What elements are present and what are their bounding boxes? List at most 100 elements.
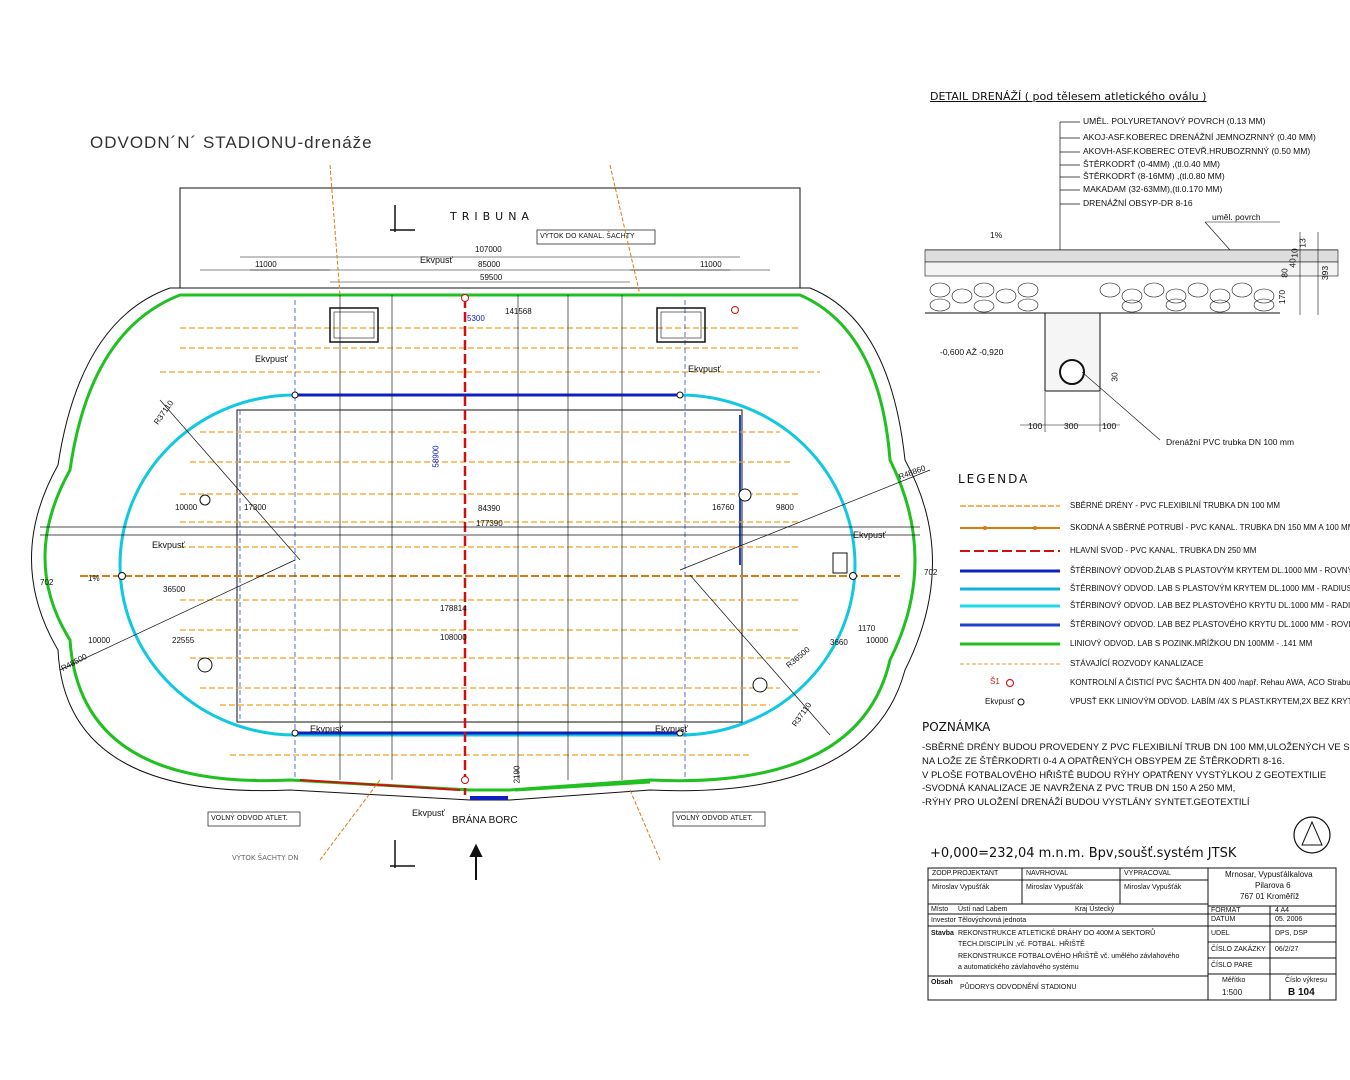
detail-h393: 393	[1320, 265, 1331, 281]
dim-177390: 177390	[476, 519, 503, 528]
legend-symbol-vpust: Ekvpusť	[985, 697, 1015, 706]
tb-datum-key: DATUM	[1211, 916, 1236, 923]
tb-obsah-key: Obsah	[931, 979, 953, 986]
legend-symbols	[960, 505, 1060, 706]
dim-85000: 85000	[478, 260, 501, 269]
tb-udel-val: DPS, DSP	[1275, 930, 1308, 937]
vpust-label-8: Ekvpusť	[412, 808, 445, 818]
tb-name-1: Miroslav Vypušťák	[932, 884, 990, 891]
detail-layer-2: AKOJ-ASF.KOBEREC DRENÁŽNÍ JEMNOZRNNÝ (0.…	[1083, 132, 1316, 142]
legend-item-11: VPUSŤ EKK LINIOVÝM ODVOD. LABÍM /4X S PL…	[1070, 697, 1350, 706]
detail-layer-4: ŠTĚRKODRŤ (0-4MM) ,(tl.0.40 MM)	[1083, 159, 1220, 169]
goal-right	[656, 307, 706, 343]
tb-obsah-val: PŮDORYS ODVODNĚNÍ STADIONU	[960, 984, 1077, 991]
legend-item-5: ŠTĚRBINOVÝ ODVOD. LAB S PLASTOVÝM KRYTEM…	[1070, 584, 1350, 593]
elevation-note: +0,000=232,04 m.n.m. Bpv,soušť.systém JT…	[930, 846, 1237, 861]
tb-format-key: FORMÁT	[1211, 907, 1241, 914]
callout-bottom-left: VÝTOK ŠACHTY DN	[232, 854, 299, 862]
compass-icon	[1293, 816, 1331, 854]
detail-h13: 13	[1297, 238, 1308, 248]
detail-layer-5: ŠTĚRKODRŤ (8-16MM) ,(tl.0.80 MM)	[1083, 171, 1225, 181]
callout-right: VOLNÝ ODVOD ATLET.	[676, 814, 753, 822]
dim-702-left: 702	[40, 578, 54, 587]
vertical-gridlines	[339, 295, 623, 780]
dim-108000: 108000	[440, 633, 467, 642]
tb-meritko-val: 1:500	[1222, 988, 1243, 997]
detail-layer-7: DRENÁŽNÍ OBSYP-DR 8-16	[1083, 198, 1193, 208]
tb-head-nav: NAVRHOVAL	[1026, 870, 1069, 877]
callout-left-box	[207, 811, 301, 827]
detail-depth: -0,600 AŽ -0,920	[940, 347, 1004, 357]
dim-36500: 36500	[163, 585, 186, 594]
tb-misto-val: Ústí nad Labem	[958, 906, 1008, 913]
tb-head-zodp: ZODP.PROJEKTANT	[932, 870, 999, 877]
firm-line-2: Pilarova 6	[1255, 881, 1291, 890]
firm-line-1: Mrnosar, Vypusťálkalova	[1225, 870, 1313, 879]
bottom-red-segment	[299, 779, 461, 791]
dim-10000-b: 10000	[88, 636, 111, 645]
callout-left: VOLNÝ ODVOD ATLET.	[211, 814, 288, 822]
tb-stavba-2: TECH.DISCIPLÍN ,vč. FOTBAL. HŘIŠTĚ	[958, 941, 1085, 948]
legend-item-4: ŠTĚRBINOVÝ ODVOD.ŽLAB S PLASTOVÝM KRYTEM…	[1070, 566, 1350, 575]
tb-zakazka-key: ČÍSLO ZAKÁZKY	[1211, 946, 1266, 953]
tb-kraj: Kraj Ústecký	[1075, 906, 1115, 913]
section-marker-top	[390, 205, 415, 232]
dim-107000: 107000	[475, 245, 502, 254]
callout-top: VÝTOK DO KANAL. ŠACHTY	[540, 232, 635, 240]
legend-item-2: SKODNÁ A SBĚRNÉ POTRUBÍ - PVC KANAL. TRU…	[1070, 523, 1350, 532]
dim-5300: 5300	[467, 314, 485, 323]
outer-boundary-green	[43, 293, 917, 792]
legend-item-9: STÁVAJÍCÍ ROZVODY KANALIZACE	[1070, 659, 1204, 668]
detail-w2: 300	[1064, 421, 1079, 431]
tb-invest-key: Investor	[931, 917, 956, 924]
detail-slope: 1%	[990, 230, 1003, 240]
goal-left	[329, 307, 379, 343]
tribuna-label: TRIBUNA	[450, 210, 534, 223]
note-line-2: NA LOŽE ZE ŠTĚRKODRTI 0-4 A OPATŘENÝCH O…	[922, 756, 1285, 767]
dim-58900: 58900	[431, 445, 441, 468]
tb-stavba-key: Stavba	[931, 930, 954, 937]
outer-boundary-black	[31, 287, 933, 801]
inflow-arrow	[469, 843, 483, 880]
collector-drains	[160, 327, 820, 756]
vpust-label-1: Ekvpusť	[420, 255, 453, 265]
tb-datum-val: 05. 2006	[1275, 916, 1303, 923]
legend-item-7: ŠTĚRBINOVÝ ODVOD. LAB BEZ PLASTOVÉHO KRY…	[1070, 620, 1350, 629]
detail-layer-3: AKOVH-ASF.KOBEREC OTEVŘ.HRUBOZRNNÝ (0.50…	[1083, 146, 1311, 156]
legend-item-1: SBĚRNÉ DRÉNY - PVC FLEXIBILNÍ TRUBKA DN …	[1070, 501, 1280, 510]
legend-symbol-sachta: Š1	[990, 677, 1000, 686]
detail-title: DETAIL DRENÁŽÍ ( pod tělesem atletického…	[930, 90, 1207, 103]
detail-pipe: Drenážní PVC trubka DN 100 mm	[1166, 437, 1295, 447]
note-line-1: -SBĚRNÉ DRÉNY BUDOU PROVEDENY Z PVC FLEX…	[922, 742, 1350, 753]
plan-title: ODVODN´N´ STADIONU-drenáže	[90, 133, 373, 152]
detail-h30: 30	[1109, 372, 1120, 382]
vpust-label-6: Ekvpusť	[310, 724, 343, 734]
detail-surface-label: uměl. povrch	[1212, 212, 1261, 222]
legend-item-10: KONTROLNÍ A ČISTICÍ PVC ŠACHTA DN 400 /n…	[1070, 678, 1350, 687]
dim-84390: 84390	[478, 504, 501, 513]
dim-11000-right: 11000	[700, 260, 722, 269]
tb-stavba-1: REKONSTRUKCE ATLETICKÉ DRÁHY DO 400M A S…	[958, 930, 1156, 937]
tb-invest-val: Tělovýchovná jednota	[958, 917, 1027, 924]
tb-meritko-key: Měřítko	[1222, 977, 1246, 984]
callout-right-box	[672, 811, 766, 827]
dim-10000-c: 10000	[866, 636, 889, 645]
legend-title: LEGENDA	[958, 472, 1030, 486]
gate-label: BRÁNA BORC	[452, 815, 518, 826]
tb-udel-key: UDEL	[1211, 930, 1230, 937]
dim-141568: 141568	[505, 307, 532, 316]
dim-16760: 16760	[712, 503, 735, 512]
detail-layer-6: MAKADAM (32-63MM),(tl.0.170 MM)	[1083, 184, 1223, 194]
radius-lines	[40, 399, 931, 736]
detail-section	[924, 121, 1339, 441]
firm-line-3: 767 01 Kroměříž	[1240, 892, 1300, 901]
tb-name-2: Miroslav Vypušťák	[1026, 884, 1084, 891]
dim-702-right: 702	[924, 568, 938, 577]
dim-22555: 22555	[172, 636, 195, 645]
detail-w3: 100	[1102, 421, 1117, 431]
vpust-label-4: Ekvpusť	[152, 540, 185, 550]
dim-2190: 2190	[512, 765, 522, 784]
tb-misto-key: Místo	[931, 906, 949, 913]
dim-3660: 3660	[830, 638, 848, 647]
